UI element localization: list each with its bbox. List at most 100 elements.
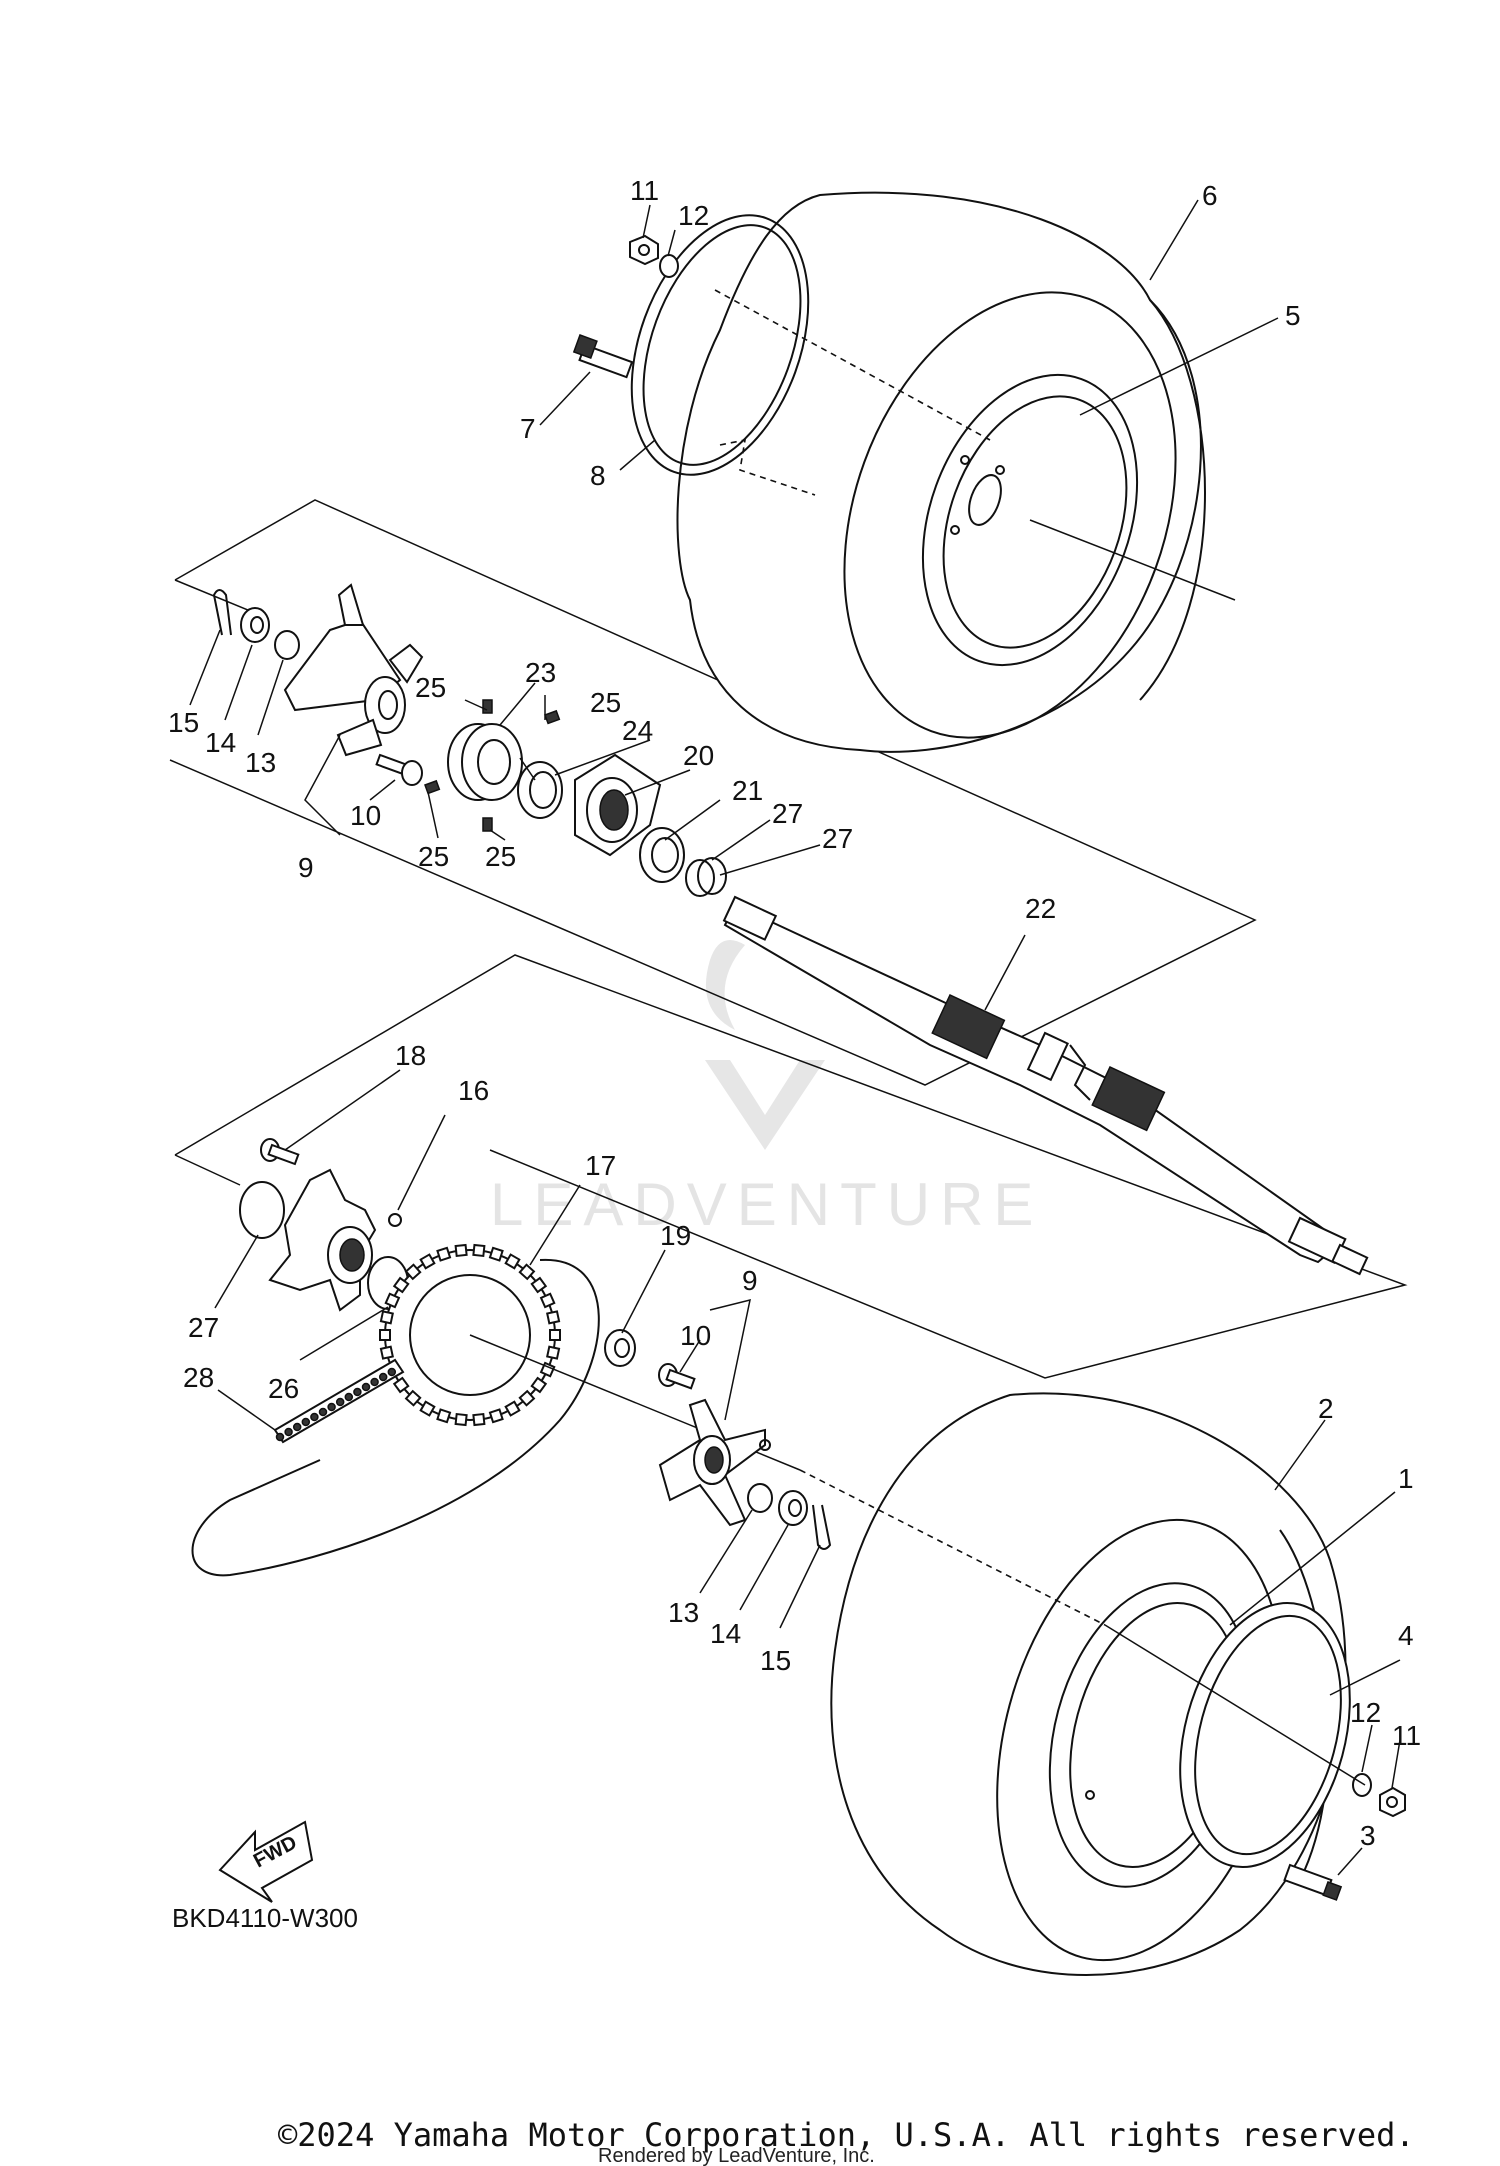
sprocket-tooth xyxy=(379,1310,394,1325)
bearing-carrier xyxy=(447,723,523,801)
callout-14-top: 14 xyxy=(205,727,236,758)
chain-links xyxy=(275,1367,397,1442)
sprocket-tooth xyxy=(454,1243,468,1258)
sprocket-tooth xyxy=(518,1263,536,1281)
upper-hub xyxy=(283,583,424,757)
sprocket-tooth xyxy=(530,1376,548,1394)
upper-nut xyxy=(629,234,659,266)
set-screw xyxy=(424,779,441,795)
callouts: 6 5 11 12 7 8 15 14 13 9 10 25 23 25 24 … xyxy=(168,175,1421,1851)
lower-axis-line xyxy=(1104,1624,1366,1786)
sprocket-tooth xyxy=(419,1253,436,1270)
callout-9-top: 9 xyxy=(298,852,314,883)
drive-chain xyxy=(273,1358,405,1444)
sprocket-tooth xyxy=(392,1376,410,1394)
rendered-by: Rendered by LeadVenture, Inc. xyxy=(598,2145,875,2166)
sprocket-hub xyxy=(268,1168,402,1312)
upper-hub-washer xyxy=(274,630,300,660)
sprocket-nut xyxy=(604,1329,636,1367)
lower-hub-washer xyxy=(747,1483,773,1513)
watermark-flame-icon xyxy=(705,940,745,1030)
sprocket-bolt xyxy=(260,1138,300,1166)
callout-6: 6 xyxy=(1202,180,1218,211)
chain-link xyxy=(284,1427,293,1437)
circlip xyxy=(685,859,715,897)
chain-link xyxy=(344,1392,354,1402)
callout-11-top: 11 xyxy=(630,175,659,206)
watermark-v-icon xyxy=(705,1060,825,1150)
sprocket-tooth xyxy=(436,1246,452,1262)
sprocket-tooth xyxy=(549,1329,561,1341)
sprocket-tooth xyxy=(379,1345,394,1360)
upper-hub-bolt xyxy=(375,753,423,786)
callout-13-low: 13 xyxy=(668,1597,699,1628)
callout-20: 20 xyxy=(683,740,714,771)
sprocket-tooth xyxy=(384,1292,401,1309)
upper-wheel-rim-inner xyxy=(942,395,1128,649)
sprocket-tooth xyxy=(472,1243,486,1258)
callout-21: 21 xyxy=(732,775,763,806)
watermark: LEADVENTURE xyxy=(490,940,1033,1238)
upper-tire-sidewall xyxy=(843,291,1177,739)
callout-7: 7 xyxy=(520,413,536,444)
upper-wheel-bolt-hole xyxy=(995,465,1005,475)
callout-18: 18 xyxy=(395,1040,426,1071)
upper-tire-tread xyxy=(1139,299,1206,701)
chain-path xyxy=(191,1258,600,1577)
sprocket-tooth xyxy=(392,1276,410,1294)
callout-13-top: 13 xyxy=(245,747,276,778)
callout-27-a: 27 xyxy=(772,798,803,829)
callout-3: 3 xyxy=(1360,1820,1376,1851)
callout-22: 22 xyxy=(1025,893,1056,924)
sprocket-tooth xyxy=(546,1345,561,1360)
upper-washer xyxy=(659,254,679,278)
set-screw xyxy=(482,817,493,832)
chain-link xyxy=(361,1382,371,1392)
diagram-code: BKD4110-W300 xyxy=(172,1903,358,1933)
callout-28: 28 xyxy=(183,1362,214,1393)
circlip xyxy=(697,857,727,895)
set-screw xyxy=(544,709,561,725)
callout-24: 24 xyxy=(622,715,653,746)
lower-valve-stem xyxy=(1283,1863,1343,1901)
upper-wheel-hub xyxy=(968,474,1002,526)
upper-valve-stem xyxy=(572,334,634,379)
callout-25-c: 25 xyxy=(418,841,449,872)
upper-wheel-bolt-hole xyxy=(960,455,970,465)
lower-panel-outline xyxy=(174,954,1408,1379)
sprocket-tooth xyxy=(504,1253,521,1270)
lower-panel-edge xyxy=(174,1154,241,1186)
callout-1: 1 xyxy=(1398,1463,1414,1494)
chain-link xyxy=(327,1402,336,1412)
callout-25-d: 25 xyxy=(485,841,516,872)
lower-castle-nut xyxy=(778,1490,808,1526)
callout-14-low: 14 xyxy=(710,1618,741,1649)
lower-hub xyxy=(658,1398,771,1527)
callout-16: 16 xyxy=(458,1075,489,1106)
sprocket-hub-o-ring xyxy=(239,1181,285,1239)
lower-wheel-bolt-hole xyxy=(1085,1790,1095,1800)
callout-25-a: 25 xyxy=(415,672,446,703)
upper-panel-outline xyxy=(169,499,1257,1086)
callout-5: 5 xyxy=(1285,300,1301,331)
chain-link xyxy=(310,1412,319,1422)
callout-12-top: 12 xyxy=(678,200,709,231)
upper-tire xyxy=(676,191,1202,753)
callout-11-low: 11 xyxy=(1392,1720,1421,1751)
callout-2: 2 xyxy=(1318,1393,1334,1424)
axle-oil-seal xyxy=(639,827,685,883)
sprocket-tooth xyxy=(436,1408,452,1424)
lower-washer xyxy=(1352,1773,1372,1797)
sprocket-tooth xyxy=(488,1408,504,1424)
callout-9-low: 9 xyxy=(742,1265,758,1296)
callout-23: 23 xyxy=(525,657,556,688)
callout-10-low: 10 xyxy=(680,1320,711,1351)
callout-17: 17 xyxy=(585,1150,616,1181)
callout-8: 8 xyxy=(590,460,606,491)
callout-15-top: 15 xyxy=(168,707,199,738)
leader-lines xyxy=(189,199,1401,1876)
upper-bead-ring xyxy=(630,214,810,476)
chain-link xyxy=(335,1397,345,1407)
upper-castle-nut xyxy=(240,607,270,643)
